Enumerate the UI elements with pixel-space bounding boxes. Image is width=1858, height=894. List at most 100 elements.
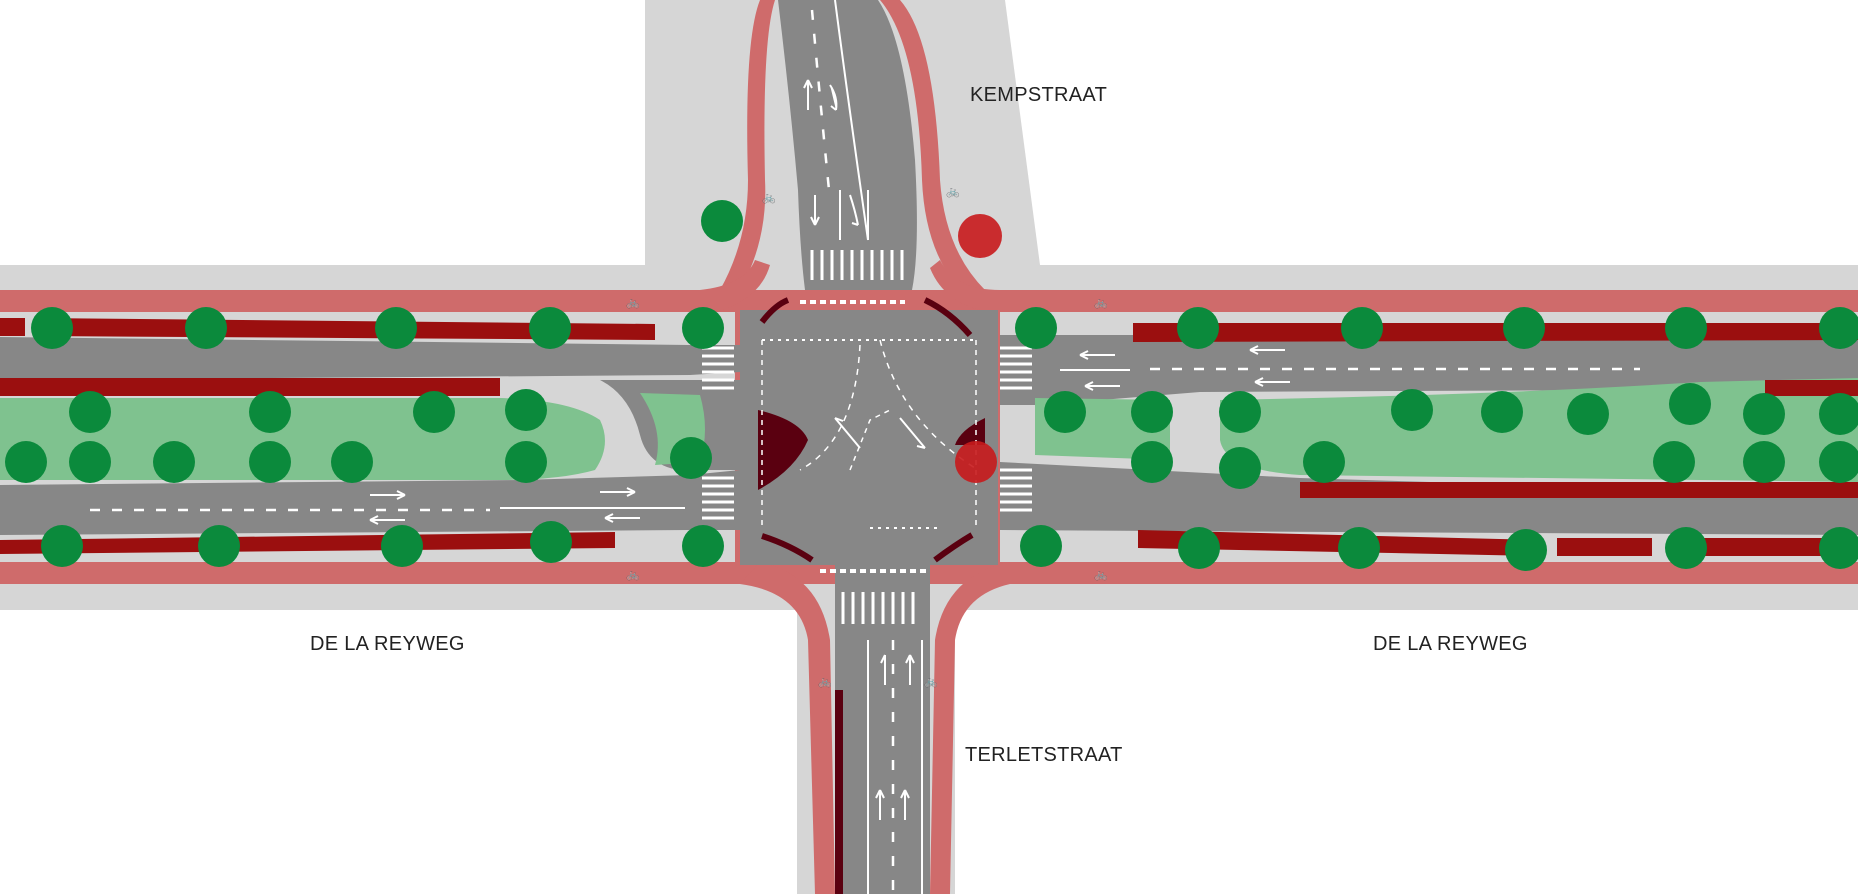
trees-removed [955,214,1002,483]
tree-icon [1505,529,1547,571]
tree-icon [1669,383,1711,425]
tree-icon [1341,307,1383,349]
street-label-west: DE LA REYWEG [310,633,465,655]
tree-icon [185,307,227,349]
tree-icon [1653,441,1695,483]
curb-arc-se [933,532,974,563]
zebra-east [1000,346,1032,512]
island-east [955,418,985,445]
tree-icon [1178,527,1220,569]
arrow-icon [600,487,636,497]
tree-icon [701,200,743,242]
parking-e-mid-1 [1765,380,1858,396]
parking-e-mid-2 [1300,482,1858,498]
tree-icon [1177,307,1219,349]
tree-icon [31,307,73,349]
street-label-east: DE LA REYWEG [1373,633,1528,655]
tree-icon [1819,527,1858,569]
turn-guide-3 [849,409,891,471]
bike-symbols: 🚲 🚲 🚲 🚲 🚲 🚲 🚲 🚲 [626,185,1108,688]
arrow-icon [834,417,861,449]
tree-icon [682,307,724,349]
zebra-north [810,250,904,280]
tree-icon [1131,391,1173,433]
zebra-south [841,592,915,624]
tree-icon [505,441,547,483]
tree-icon [1219,391,1261,433]
street-label-south: TERLETSTRAAT [965,744,1123,766]
tree-icon [505,389,547,431]
tree-icon [1665,527,1707,569]
curb-arc-sw [761,533,814,563]
tree-icon [1819,307,1858,349]
bike-corner-ne [930,260,1010,312]
tree-icon [1819,393,1858,435]
road-markings [90,0,1640,894]
arrow-icon [829,84,838,111]
parking-e-bottom-3 [1700,538,1858,556]
removed-tree-icon [958,214,1002,258]
bicycle-icon: 🚲 [762,191,776,204]
arrow-icon [1254,377,1290,387]
east-carriageway-bottom [1000,462,1858,535]
island-west [758,410,808,490]
bicycle-icon: 🚲 [924,675,938,688]
bicycle-icon: 🚲 [1094,568,1108,581]
tree-icon [249,441,291,483]
tree-icon [1567,393,1609,435]
bike-lane-south-west [740,562,835,894]
tree-icon [1743,393,1785,435]
tree-icon [69,391,111,433]
tree-icon [1015,307,1057,349]
parking-e-bottom-2 [1557,538,1652,556]
tree-icon [1481,391,1523,433]
tree-icon [529,307,571,349]
arrow-icon [849,194,859,226]
tree-icon [5,441,47,483]
bicycle-icon: 🚲 [626,568,640,581]
bicycle-icon: 🚲 [946,185,960,198]
bike-lane-north-east [880,0,985,290]
arrow-icon [370,490,406,500]
tree-icon [375,307,417,349]
arrow-icon [604,513,640,523]
tree-icon [1665,307,1707,349]
street-label-north: KEMPSTRAAT [970,84,1107,106]
tree-icon [1219,447,1261,489]
tree-icon [1303,441,1345,483]
tree-icon [69,441,111,483]
arrow-icon [880,654,886,685]
tree-icon [153,441,195,483]
tree-icon [198,525,240,567]
trees-existing [5,200,1858,571]
bike-lane-north-west [720,0,775,290]
west-carriageway-bottom [0,470,740,535]
arrow-icon [810,195,820,226]
tree-icon [530,521,572,563]
island-south [835,690,843,894]
tree-icon [41,525,83,567]
tree-icon [1391,389,1433,431]
parking-w-bottom [0,532,615,554]
arrow-icon [875,789,885,820]
north-lane-box [839,190,869,240]
tree-icon [1819,441,1858,483]
arrow-icon [1084,381,1120,391]
zebra-west [702,346,734,520]
bicycle-icon: 🚲 [818,675,832,688]
parking-w-top-1 [0,318,25,336]
tree-icon [249,391,291,433]
bicycle-icon: 🚲 [1094,296,1108,309]
tree-icon [413,391,455,433]
street-labels: KEMPSTRAAT TERLETSTRAAT DE LA REYWEG DE … [310,84,1528,766]
north-lane-solid [834,0,869,241]
arrow-icon [1249,345,1285,355]
bike-corner-nw [700,260,770,312]
removed-tree-icon [955,441,997,483]
traffic-islands [758,410,985,894]
tree-icon [1020,525,1062,567]
tree-icon [1044,391,1086,433]
tree-icon [1131,441,1173,483]
tree-icon [381,525,423,567]
tree-icon [1338,527,1380,569]
